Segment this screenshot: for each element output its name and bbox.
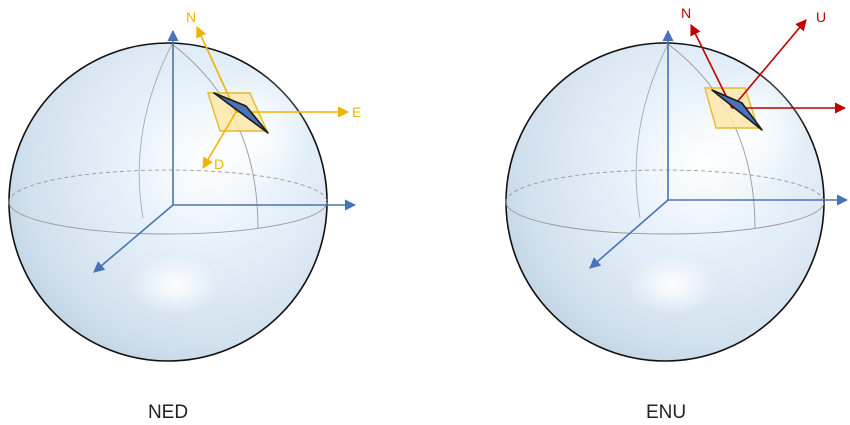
- ned-meridian-back: [138, 43, 173, 219]
- enu-up-label: U: [816, 9, 826, 25]
- ned-diagram: N E D NED: [8, 9, 361, 423]
- ned-north-axis: [196, 25, 237, 113]
- enu-vehicle-arrow: [711, 89, 763, 131]
- ned-east-label: E: [352, 104, 361, 120]
- enu-equator-back: [505, 169, 825, 203]
- enu-caption: ENU: [646, 402, 686, 423]
- ned-glow-lower: [130, 255, 220, 315]
- ned-equator-back: [8, 169, 328, 203]
- enu-diagram: N U ENU: [505, 5, 849, 423]
- ned-down-axis: [202, 111, 237, 169]
- ned-north-label: N: [186, 9, 196, 25]
- ned-equator-front: [8, 201, 328, 235]
- enu-up-axis: [731, 19, 807, 109]
- ned-caption: NED: [148, 402, 188, 423]
- ned-vehicle-arrow: [213, 92, 269, 134]
- ned-down-label: D: [214, 156, 224, 172]
- ned-x-axis: [93, 204, 174, 273]
- enu-north-label: N: [681, 5, 691, 21]
- enu-glow-lower: [627, 255, 717, 315]
- enu-north-axis: [690, 23, 733, 109]
- enu-meridian-back: [635, 43, 669, 219]
- enu-equator-front: [505, 201, 825, 235]
- enu-x-axis: [589, 199, 669, 269]
